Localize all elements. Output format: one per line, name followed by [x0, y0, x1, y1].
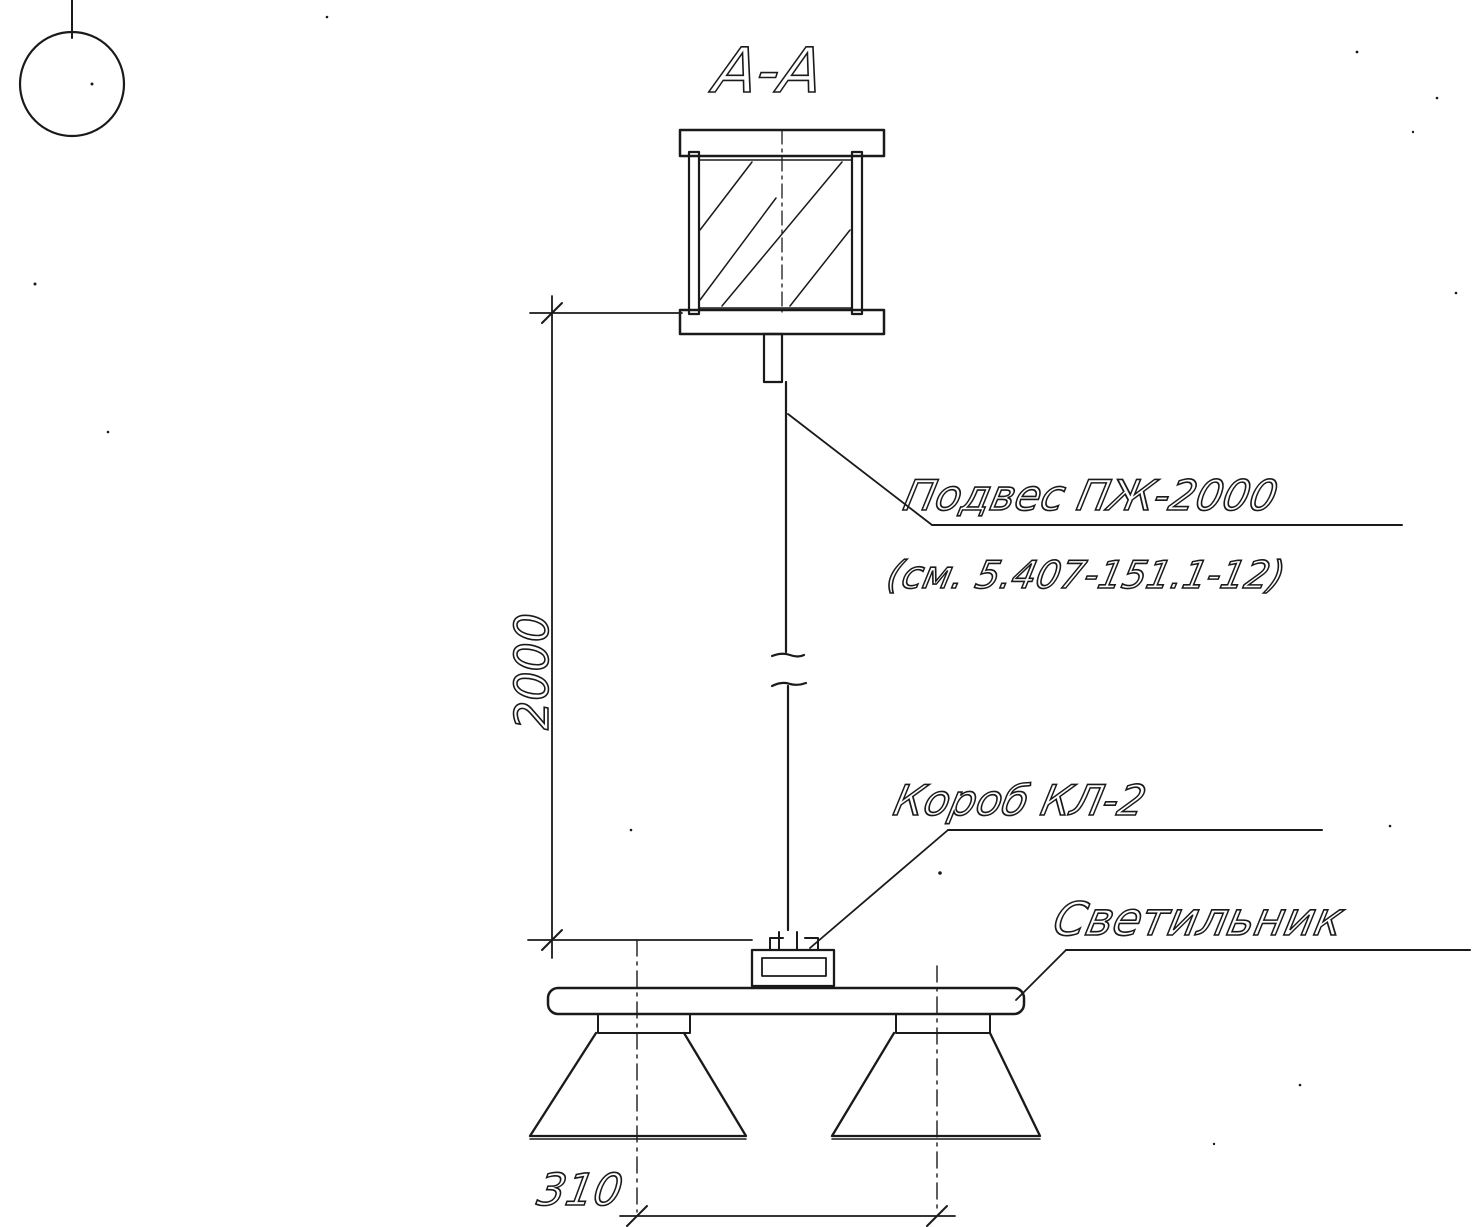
height-dimension: [527, 295, 753, 959]
lamp-label: Светильник: [1049, 892, 1349, 945]
box-leader: [809, 829, 1323, 949]
reference-circle: [18, 0, 126, 138]
scan-specks: [33, 15, 1458, 1146]
lamp-leader: [1015, 949, 1471, 1001]
section-title: А-А: [706, 34, 827, 107]
beam-section: [678, 128, 886, 336]
hanger-spec-label: (см. 5.407-151.1-12): [883, 553, 1289, 598]
hanger-rod: [762, 332, 808, 951]
box-label: Короб КЛ-2: [889, 777, 1150, 825]
luminaire: [528, 939, 1042, 1213]
spacing-dimension-value: 310: [534, 1165, 627, 1216]
hanger-label: Подвес ПЖ-2000: [899, 472, 1281, 520]
hanger-leader: [787, 413, 1403, 526]
cable-box: [750, 937, 836, 988]
height-dimension-value: 2000: [505, 613, 559, 730]
spacing-dimension: [619, 1205, 956, 1227]
beam-hatch: [699, 161, 851, 307]
